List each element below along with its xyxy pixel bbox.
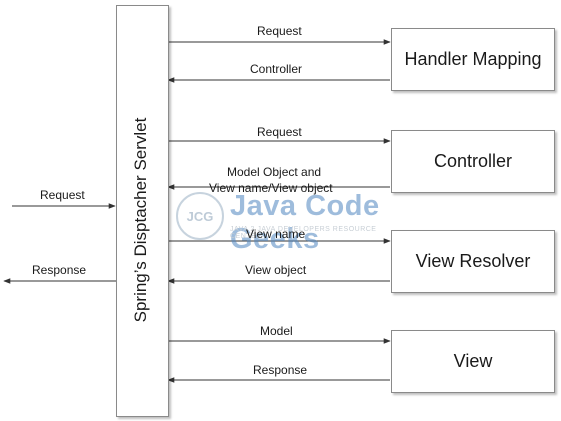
dispatcher-servlet-label: Spring’s Disptacher Servlet <box>131 117 150 323</box>
client-request-label: Request <box>40 188 85 202</box>
view-resolver-label: View Resolver <box>415 251 531 271</box>
view-response-label: Response <box>253 363 308 377</box>
jcg-logo-icon: JCG <box>176 192 224 240</box>
view-resolver-box: View Resolver <box>391 230 555 293</box>
vr-view-name-label: View name <box>246 227 306 241</box>
view-model-label: Model <box>260 324 293 338</box>
java-code-geeks-watermark: JCG Java Code Geeks JAVA 2 JAVA DEVELOPE… <box>176 188 406 255</box>
controller-box: Controller <box>391 130 555 193</box>
watermark-title: Java Code Geeks <box>230 190 380 255</box>
client-response-label: Response <box>32 263 87 277</box>
ctrl-return-label-line1: Model Object and <box>227 165 322 179</box>
hm-controller-label: Controller <box>250 62 303 76</box>
dispatcher-servlet-box <box>116 5 169 417</box>
controller-label: Controller <box>433 151 513 171</box>
view-label: View <box>453 351 493 371</box>
handler-mapping-box: Handler Mapping <box>391 28 555 91</box>
hm-request-label: Request <box>257 24 302 38</box>
view-box: View <box>391 330 555 393</box>
watermark-subtitle: JAVA 2 JAVA DEVELOPERS RESOURCE CENTER <box>230 226 377 240</box>
ctrl-return-label-line2: View name/View object <box>209 181 333 195</box>
ctrl-request-label: Request <box>257 125 302 139</box>
vr-view-object-label: View object <box>245 263 307 277</box>
handler-mapping-label: Handler Mapping <box>404 49 542 69</box>
